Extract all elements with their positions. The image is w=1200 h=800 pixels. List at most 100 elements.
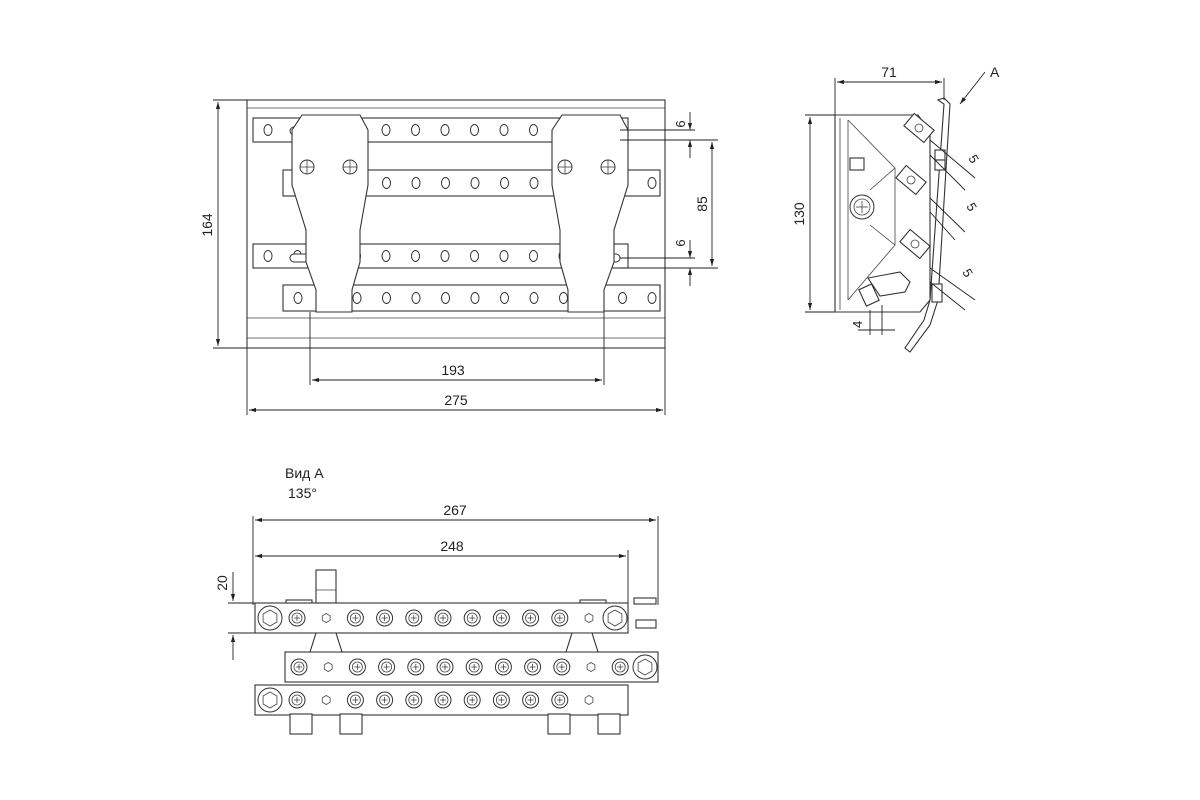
- screw-ring: [349, 694, 361, 706]
- screw-ring: [349, 612, 361, 624]
- terminal-hole: [381, 250, 391, 262]
- screw-ring: [408, 694, 420, 706]
- dim-offset-bottom: 4: [850, 321, 865, 328]
- screw-ring: [439, 661, 451, 673]
- dim-total-width: 275: [444, 392, 468, 408]
- screw-ring: [379, 694, 391, 706]
- dim-offset-1: 5: [965, 152, 982, 166]
- dim-height-20: 20: [214, 575, 230, 591]
- terminal-hole: [529, 250, 538, 262]
- terminal-hole: [470, 292, 480, 304]
- screw-ring: [291, 612, 303, 624]
- screw-ring: [437, 612, 449, 624]
- dim-height-130: 130: [791, 202, 807, 226]
- end-nut: [632, 654, 658, 680]
- terminal-hole: [411, 177, 421, 189]
- screw-ring: [381, 661, 393, 673]
- screw-ring: [351, 661, 363, 673]
- dim-bar-248: 248: [440, 538, 464, 554]
- terminal-hole: [470, 124, 479, 136]
- terminal-hole: [559, 292, 568, 304]
- terminal-hole: [441, 292, 450, 304]
- dim-offset-2: 5: [963, 200, 980, 214]
- hex-hole: [321, 695, 331, 705]
- terminal-hole: [382, 177, 391, 189]
- screw-ring: [466, 694, 478, 706]
- terminal-hole: [411, 292, 421, 304]
- screw-ring: [293, 661, 305, 673]
- dim-overall-267: 267: [443, 502, 467, 518]
- screw-ring: [410, 661, 422, 673]
- terminal-hole: [470, 177, 480, 189]
- view-a: Вид А 135° 267 248 20: [214, 465, 659, 735]
- terminal-hole: [411, 250, 420, 262]
- terminal-hole: [529, 292, 539, 304]
- terminal-hole: [499, 250, 509, 262]
- screw-ring: [614, 661, 626, 673]
- terminal-hole: [647, 177, 657, 189]
- end-nut: [257, 605, 283, 631]
- hex-hole: [584, 695, 594, 705]
- terminal-hole: [441, 177, 450, 189]
- terminal-hole: [500, 292, 509, 304]
- hex-hole: [323, 662, 333, 672]
- hex-head: [262, 691, 278, 709]
- hex-hole: [584, 613, 594, 623]
- screw-ring: [554, 694, 566, 706]
- terminal-hole: [529, 177, 539, 189]
- screw-ring: [495, 694, 507, 706]
- mounting-plate: [246, 99, 666, 349]
- terminal-hole: [263, 124, 273, 136]
- end-nut: [602, 605, 628, 631]
- hex-hole: [586, 662, 596, 672]
- screw-ring: [495, 612, 507, 624]
- screw-ring: [525, 694, 536, 706]
- dim-inner-width: 193: [441, 362, 465, 378]
- clamp-3: [899, 228, 931, 260]
- terminal-hole: [440, 124, 450, 136]
- end-nut: [257, 687, 283, 713]
- screw-ring: [554, 612, 566, 624]
- terminal-hole: [618, 292, 627, 304]
- hex-head: [262, 609, 278, 627]
- screw-ring: [437, 694, 449, 706]
- screw-ring: [468, 661, 480, 673]
- terminal-hole: [381, 124, 391, 136]
- bracket-link: [309, 632, 343, 653]
- dim-height-164: 164: [199, 213, 215, 237]
- screw-ring: [497, 661, 509, 673]
- screw-ring: [556, 661, 568, 673]
- terminal-hole: [293, 292, 303, 304]
- side-view: 71 A 130 5 5 5 4: [791, 64, 1000, 353]
- dim-gap-bottom: 6: [673, 239, 688, 246]
- terminal-hole: [263, 250, 273, 262]
- view-a-bars: [254, 597, 659, 716]
- screw-ring: [466, 612, 478, 624]
- terminal-hole: [411, 124, 420, 136]
- bracket-link: [565, 632, 599, 653]
- cover-rail: [904, 97, 951, 353]
- front-view: 164 85 6 6 193 275: [199, 99, 718, 415]
- screw-ring: [527, 661, 538, 673]
- dim-gap-top: 6: [673, 120, 688, 127]
- hex-head: [637, 658, 653, 676]
- view-a-title: Вид А: [285, 465, 324, 481]
- stud: [633, 597, 657, 605]
- stud: [635, 619, 657, 629]
- view-marker-a: A: [990, 64, 1000, 80]
- terminal-hole: [352, 292, 362, 304]
- view-a-angle: 135°: [288, 485, 317, 501]
- bracket-left: [291, 114, 369, 313]
- dim-spacing-85: 85: [694, 196, 710, 212]
- terminal-hole: [529, 124, 538, 136]
- hex-hole: [321, 613, 331, 623]
- screw-ring: [525, 612, 536, 624]
- terminal-hole: [499, 124, 509, 136]
- terminal-hole: [470, 250, 479, 262]
- hex-head: [607, 609, 623, 627]
- screw-ring: [379, 612, 391, 624]
- clamp-1: [903, 112, 946, 161]
- screw-ring: [291, 694, 303, 706]
- terminal-hole: [500, 177, 509, 189]
